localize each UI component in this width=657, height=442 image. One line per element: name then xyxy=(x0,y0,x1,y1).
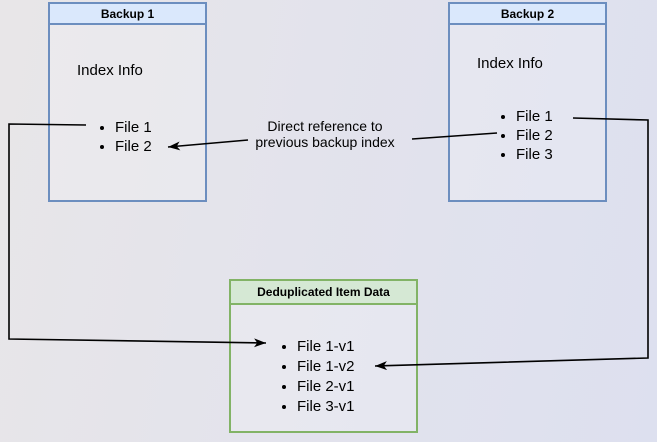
backup2-box: Backup 2 Index Info File 1 File 2 File 3 xyxy=(448,2,607,202)
backup1-box: Backup 1 Index Info File 1 File 2 xyxy=(48,2,207,202)
list-item: File 1-v2 xyxy=(297,357,355,377)
backup2-file-list: File 1 File 2 File 3 xyxy=(450,107,553,164)
backup1-header: Backup 1 xyxy=(50,4,205,25)
backup1-file-list: File 1 File 2 xyxy=(50,118,152,156)
dedup-box: Deduplicated Item Data File 1-v1 File 1-… xyxy=(229,279,418,433)
list-item: File 1 xyxy=(516,107,553,126)
list-item: File 2 xyxy=(516,126,553,145)
list-item: File 1 xyxy=(115,118,152,137)
list-item: File 3-v1 xyxy=(297,397,355,417)
list-item: File 2 xyxy=(115,137,152,156)
annotation-line1: Direct reference to xyxy=(267,118,383,134)
dedup-file-list: File 1-v1 File 1-v2 File 2-v1 File 3-v1 xyxy=(231,337,355,417)
backup2-index-info-label: Index Info xyxy=(477,55,543,72)
list-item: File 2-v1 xyxy=(297,377,355,397)
annotation-line2: previous backup index xyxy=(255,134,395,150)
backup2-header: Backup 2 xyxy=(450,4,605,25)
dedup-header: Deduplicated Item Data xyxy=(231,281,416,305)
direct-reference-annotation: Direct reference to previous backup inde… xyxy=(244,118,406,150)
list-item: File 1-v1 xyxy=(297,337,355,357)
backup1-index-info-label: Index Info xyxy=(77,62,143,79)
list-item: File 3 xyxy=(516,145,553,164)
